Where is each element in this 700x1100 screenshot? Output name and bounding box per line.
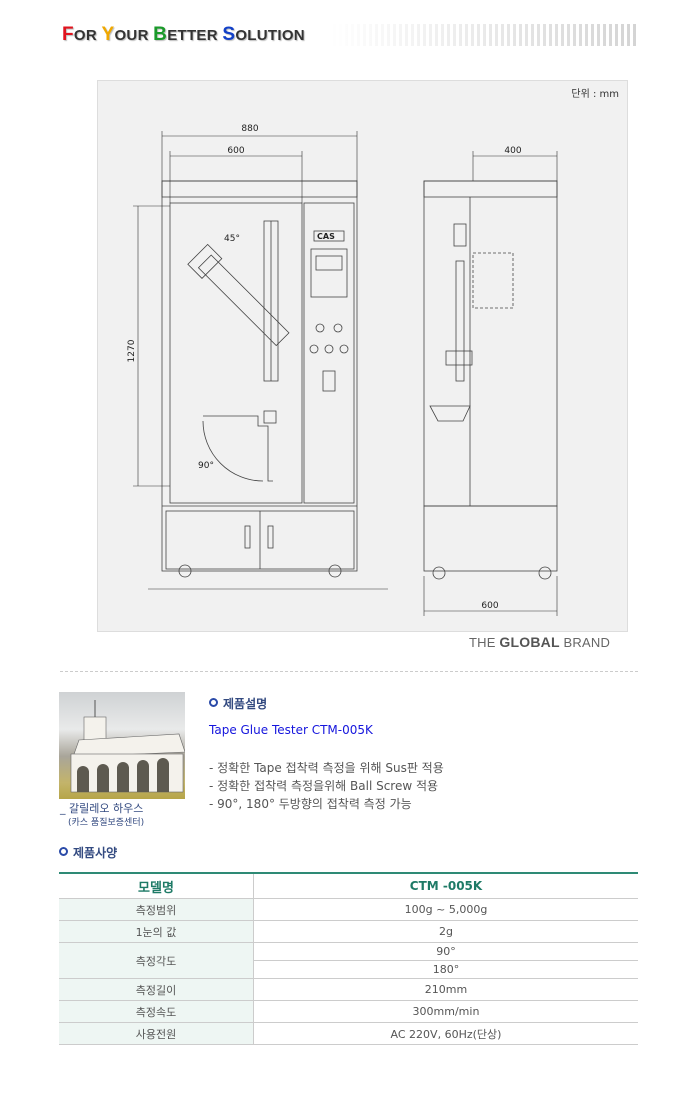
- slogan-word: OLUTION: [235, 27, 305, 44]
- spec-label: 1눈의 값: [59, 920, 254, 943]
- angle-45: 45°: [224, 234, 240, 244]
- photo-caption: _ 갈릴레오 하우스: [60, 802, 144, 815]
- building-photo: [59, 692, 186, 799]
- feature-item: - 90°, 180° 두방향의 접착력 측정 가능: [209, 797, 412, 811]
- spec-label: 사용전원: [59, 1022, 254, 1045]
- photo-caption-text: 갈릴레오 하우스: [69, 802, 144, 815]
- specs-heading: 제품사양: [59, 844, 117, 861]
- unit-label: 단위 : mm: [571, 89, 619, 100]
- spec-label: 측정범위: [59, 898, 254, 921]
- spec-value: 100g ~ 5,000g: [253, 898, 638, 921]
- side-view: [423, 180, 558, 580]
- spec-value: AC 220V, 60Hz(단상): [253, 1022, 638, 1045]
- description-heading-text: 제품설명: [223, 697, 268, 711]
- slogan-initial: F: [62, 24, 74, 45]
- global-brand-logo: THE GLOBAL BRAND: [469, 634, 610, 650]
- spec-value: 210mm: [253, 978, 638, 1001]
- spec-label: 측정길이: [59, 978, 254, 1001]
- brand-bold: GLOBAL: [499, 634, 560, 650]
- slogan-word: OUR: [114, 27, 154, 44]
- feature-item: - 정확한 접착력 측정을위해 Ball Screw 적용: [209, 779, 439, 793]
- slogan-word: ETTER: [167, 27, 223, 44]
- spec-value: 180°: [253, 960, 638, 979]
- divider: [60, 671, 638, 672]
- specs-heading-text: 제품사양: [73, 846, 118, 860]
- photo-subcaption: (카스 품질보증센터): [68, 818, 145, 828]
- decorative-stripes: [330, 24, 638, 46]
- header-model-value: CTM -005K: [253, 872, 638, 899]
- technical-drawing: 단위 : mm 880 600: [97, 80, 628, 632]
- product-title: Tape Glue Tester CTM-005K: [209, 723, 373, 737]
- front-view: [161, 180, 358, 578]
- bullet-circle-icon: [209, 698, 218, 707]
- dimension-lines: [133, 131, 558, 616]
- spec-value: 2g: [253, 920, 638, 943]
- cas-logo: CAS: [317, 232, 335, 241]
- dim-600-front: 600: [227, 146, 244, 156]
- slogan-initial: B: [153, 24, 168, 45]
- slogan: FOR YOUR BETTER SOLUTION: [62, 24, 305, 46]
- spec-value: 300mm/min: [253, 1000, 638, 1023]
- angle-90: 90°: [198, 461, 214, 471]
- dim-880: 880: [241, 124, 258, 134]
- dim-600-side: 600: [481, 601, 498, 611]
- slogan-word: OR: [73, 27, 102, 44]
- spec-label: 측정속도: [59, 1000, 254, 1023]
- dim-400: 400: [504, 146, 521, 156]
- spec-value: 90°: [253, 942, 638, 961]
- table-row: 180°: [59, 960, 638, 979]
- header-model-label: 모델명: [59, 872, 254, 899]
- dim-1270: 1270: [127, 339, 137, 362]
- slogan-initial: Y: [101, 24, 115, 45]
- slogan-initial: S: [222, 24, 236, 45]
- spec-label: 측정각도: [59, 942, 254, 979]
- brand-suffix: BRAND: [559, 635, 611, 650]
- bullet-circle-icon: [59, 847, 68, 856]
- feature-item: - 정확한 Tape 접착력 측정을 위해 Sus판 적용: [209, 761, 444, 775]
- description-heading: 제품설명: [209, 695, 267, 712]
- brand-prefix: THE: [469, 635, 500, 650]
